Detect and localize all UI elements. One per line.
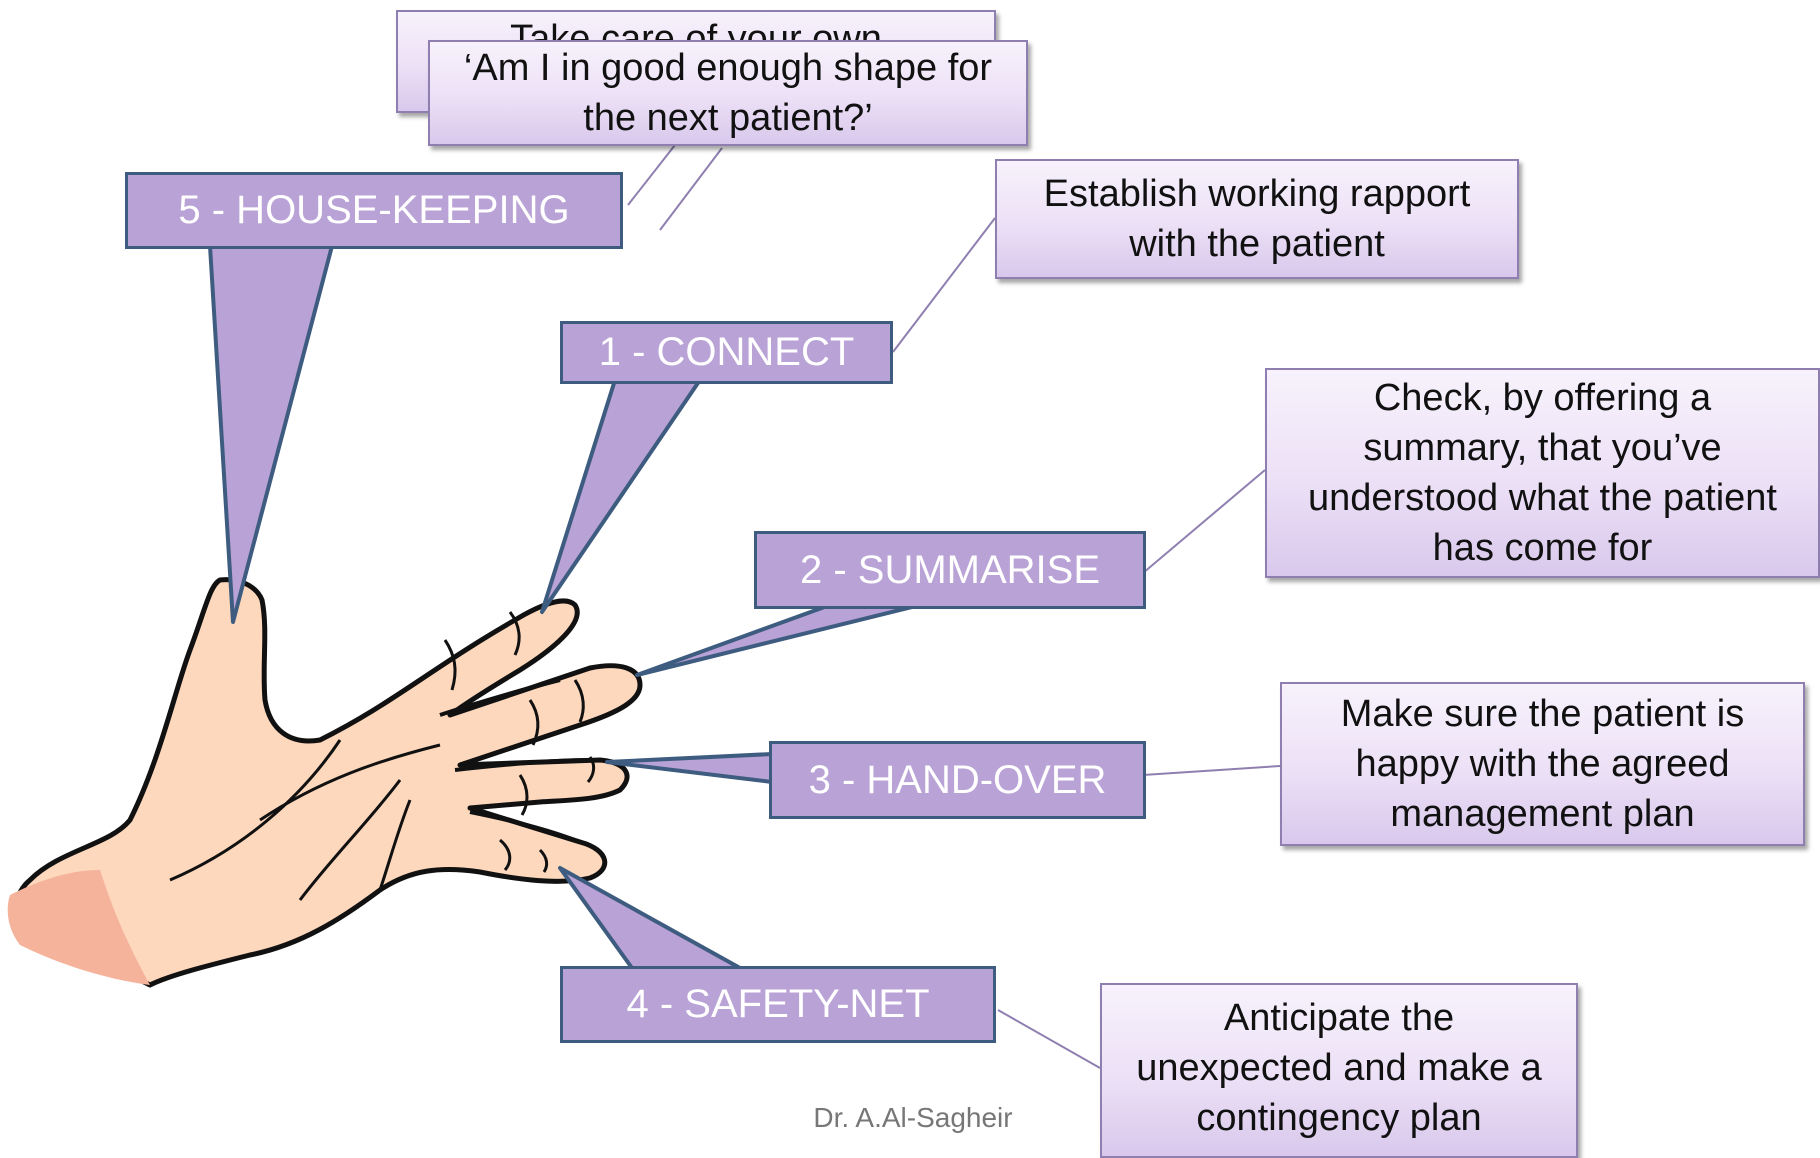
knuckle-crease <box>528 699 540 746</box>
connector-line <box>892 217 996 353</box>
knuckle-crease <box>498 838 512 871</box>
connector-line <box>627 144 676 206</box>
step-label-connect: 1 - CONNECT <box>560 321 893 384</box>
note-connect: Establish working rapport with the patie… <box>995 159 1519 279</box>
connector-line <box>659 147 723 231</box>
knuckle-crease <box>443 639 457 691</box>
hand-illustration <box>7 577 643 988</box>
step-label-handover: 3 - HAND-OVER <box>769 741 1146 819</box>
step-label-summarise: 2 - SUMMARISE <box>754 531 1146 609</box>
note-summarise: Check, by offering a summary, that you’v… <box>1265 368 1820 578</box>
note-housekeeping: ‘Am I in good enough shape for the next … <box>428 40 1028 146</box>
step-label-housekeeping: 5 - HOUSE-KEEPING <box>125 172 623 249</box>
connector-line <box>1142 765 1281 776</box>
finger-line <box>439 678 561 717</box>
callout-tail-3 <box>605 752 774 784</box>
palm-crease <box>298 779 402 901</box>
callout-tail-4 <box>558 866 742 970</box>
knuckle-crease <box>573 679 585 723</box>
knuckle-crease <box>538 848 549 873</box>
note-text: Establish working rapport with the patie… <box>1043 173 1471 265</box>
palm-crease <box>169 739 342 882</box>
knuckle-crease <box>586 756 596 783</box>
callout-tails <box>208 244 922 970</box>
connector-lines <box>627 144 1281 1069</box>
note-safetynet: Anticipate the unexpected and make a con… <box>1100 983 1578 1158</box>
author-credit: Dr. A.Al-Sagheir <box>813 1102 1013 1133</box>
note-handover: Make sure the patient is happy with the … <box>1280 682 1805 846</box>
note-text: Check, by offering a summary, that you’v… <box>1307 377 1777 569</box>
palm-crease <box>259 743 441 822</box>
callout-tail-2 <box>635 603 922 677</box>
finger-line <box>454 758 591 772</box>
connector-line <box>1142 469 1266 574</box>
knuckle-crease <box>508 611 521 656</box>
wrist-shape <box>7 870 150 985</box>
step-label-safetynet: 4 - SAFETY-NET <box>560 966 996 1043</box>
connector-line <box>997 1009 1101 1069</box>
callout-tail-5 <box>208 244 334 624</box>
callout-tail-1 <box>540 378 702 614</box>
note-text: Anticipate the unexpected and make a con… <box>1136 997 1542 1139</box>
note-text: Make sure the patient is happy with the … <box>1340 693 1745 835</box>
knuckle-crease <box>518 774 529 816</box>
finger-line <box>469 810 581 844</box>
note-text: ‘Am I in good enough shape for the next … <box>463 47 993 139</box>
palm-crease <box>378 799 412 891</box>
